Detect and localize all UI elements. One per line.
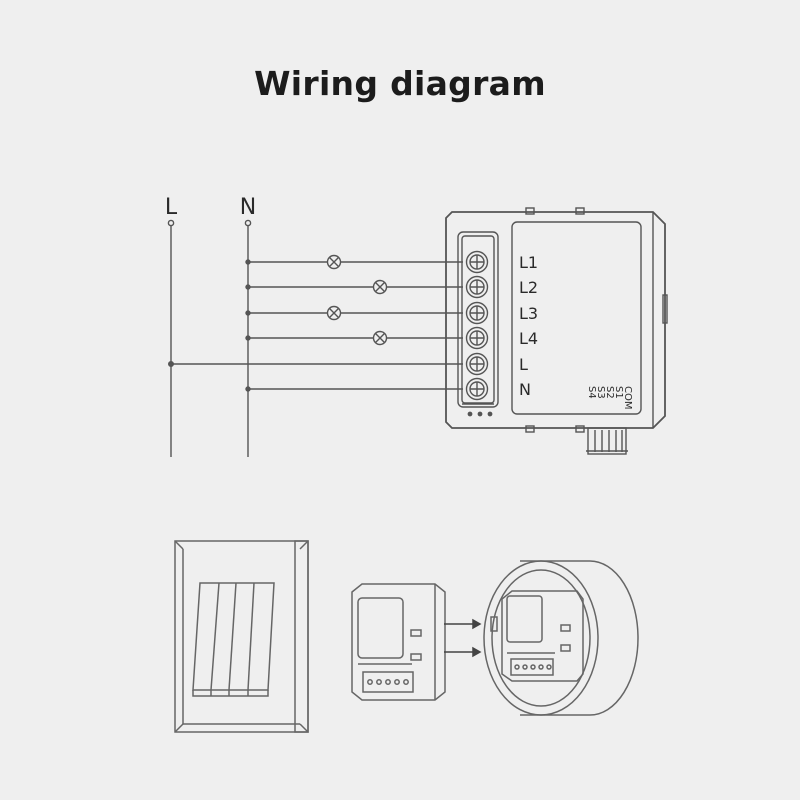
switch-input-label: S4	[586, 386, 597, 399]
screw-terminal	[465, 301, 489, 325]
switch-input-label: COM	[622, 386, 633, 409]
lamp-icon	[326, 305, 342, 321]
terminal-label: L2	[519, 278, 538, 297]
arrow-icon	[444, 618, 482, 658]
screw-terminal	[465, 250, 489, 274]
lamp-icon	[372, 279, 388, 295]
mains-wires	[170, 223, 249, 457]
screw-terminal	[465, 326, 489, 350]
module-illustration	[351, 583, 446, 701]
lamp-icon	[372, 330, 388, 346]
wall-switch	[174, 540, 309, 733]
wall-box	[483, 560, 639, 716]
lamp-icon	[326, 254, 342, 270]
switch-input-label: S2	[604, 386, 615, 399]
screw-terminal	[465, 377, 489, 401]
terminal-label: N	[519, 380, 531, 399]
relay-module	[445, 207, 668, 455]
load-wires	[171, 261, 463, 390]
terminal-label: L4	[519, 329, 538, 348]
switch-input-label: S3	[595, 386, 606, 399]
screw-terminal	[465, 352, 489, 376]
mains-live-label: L	[165, 195, 178, 220]
neutral-terminal-dot	[244, 219, 252, 227]
mains-neutral-label: N	[240, 195, 256, 220]
diagram-title: Wiring diagram	[254, 64, 546, 103]
terminal-label: L3	[519, 304, 538, 323]
switch-input-label: S1	[613, 386, 624, 399]
live-terminal-dot	[167, 219, 175, 227]
terminal-label: L1	[519, 253, 538, 272]
terminal-label: L	[519, 355, 528, 374]
screw-terminal	[465, 275, 489, 299]
